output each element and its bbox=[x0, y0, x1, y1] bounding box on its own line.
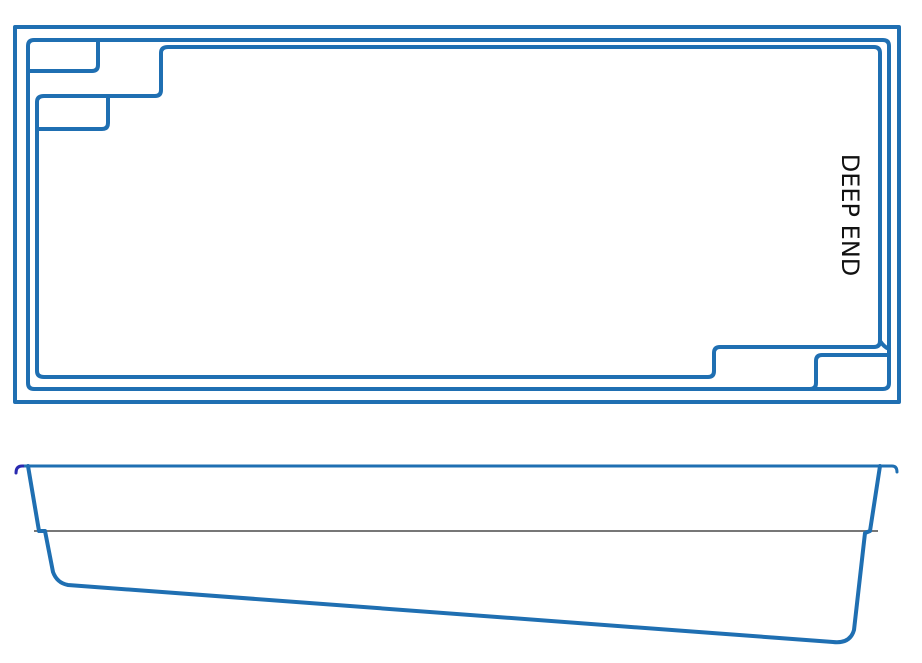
profile-shell bbox=[26, 464, 882, 645]
deep-end-bench bbox=[808, 353, 891, 391]
pool-floor-outline bbox=[35, 45, 882, 379]
outer-coping bbox=[13, 25, 901, 404]
coping-lip-left bbox=[14, 464, 30, 475]
plan-view: DEEP END bbox=[13, 25, 901, 404]
deep-end-label: DEEP END bbox=[836, 154, 864, 277]
shallow-step-2 bbox=[35, 94, 110, 131]
shallow-step-1 bbox=[26, 38, 100, 73]
pool-wall-outline bbox=[26, 38, 891, 391]
profile-view bbox=[14, 464, 899, 645]
deep-end-bench-edge bbox=[878, 339, 891, 351]
coping-lip-right bbox=[881, 464, 899, 474]
